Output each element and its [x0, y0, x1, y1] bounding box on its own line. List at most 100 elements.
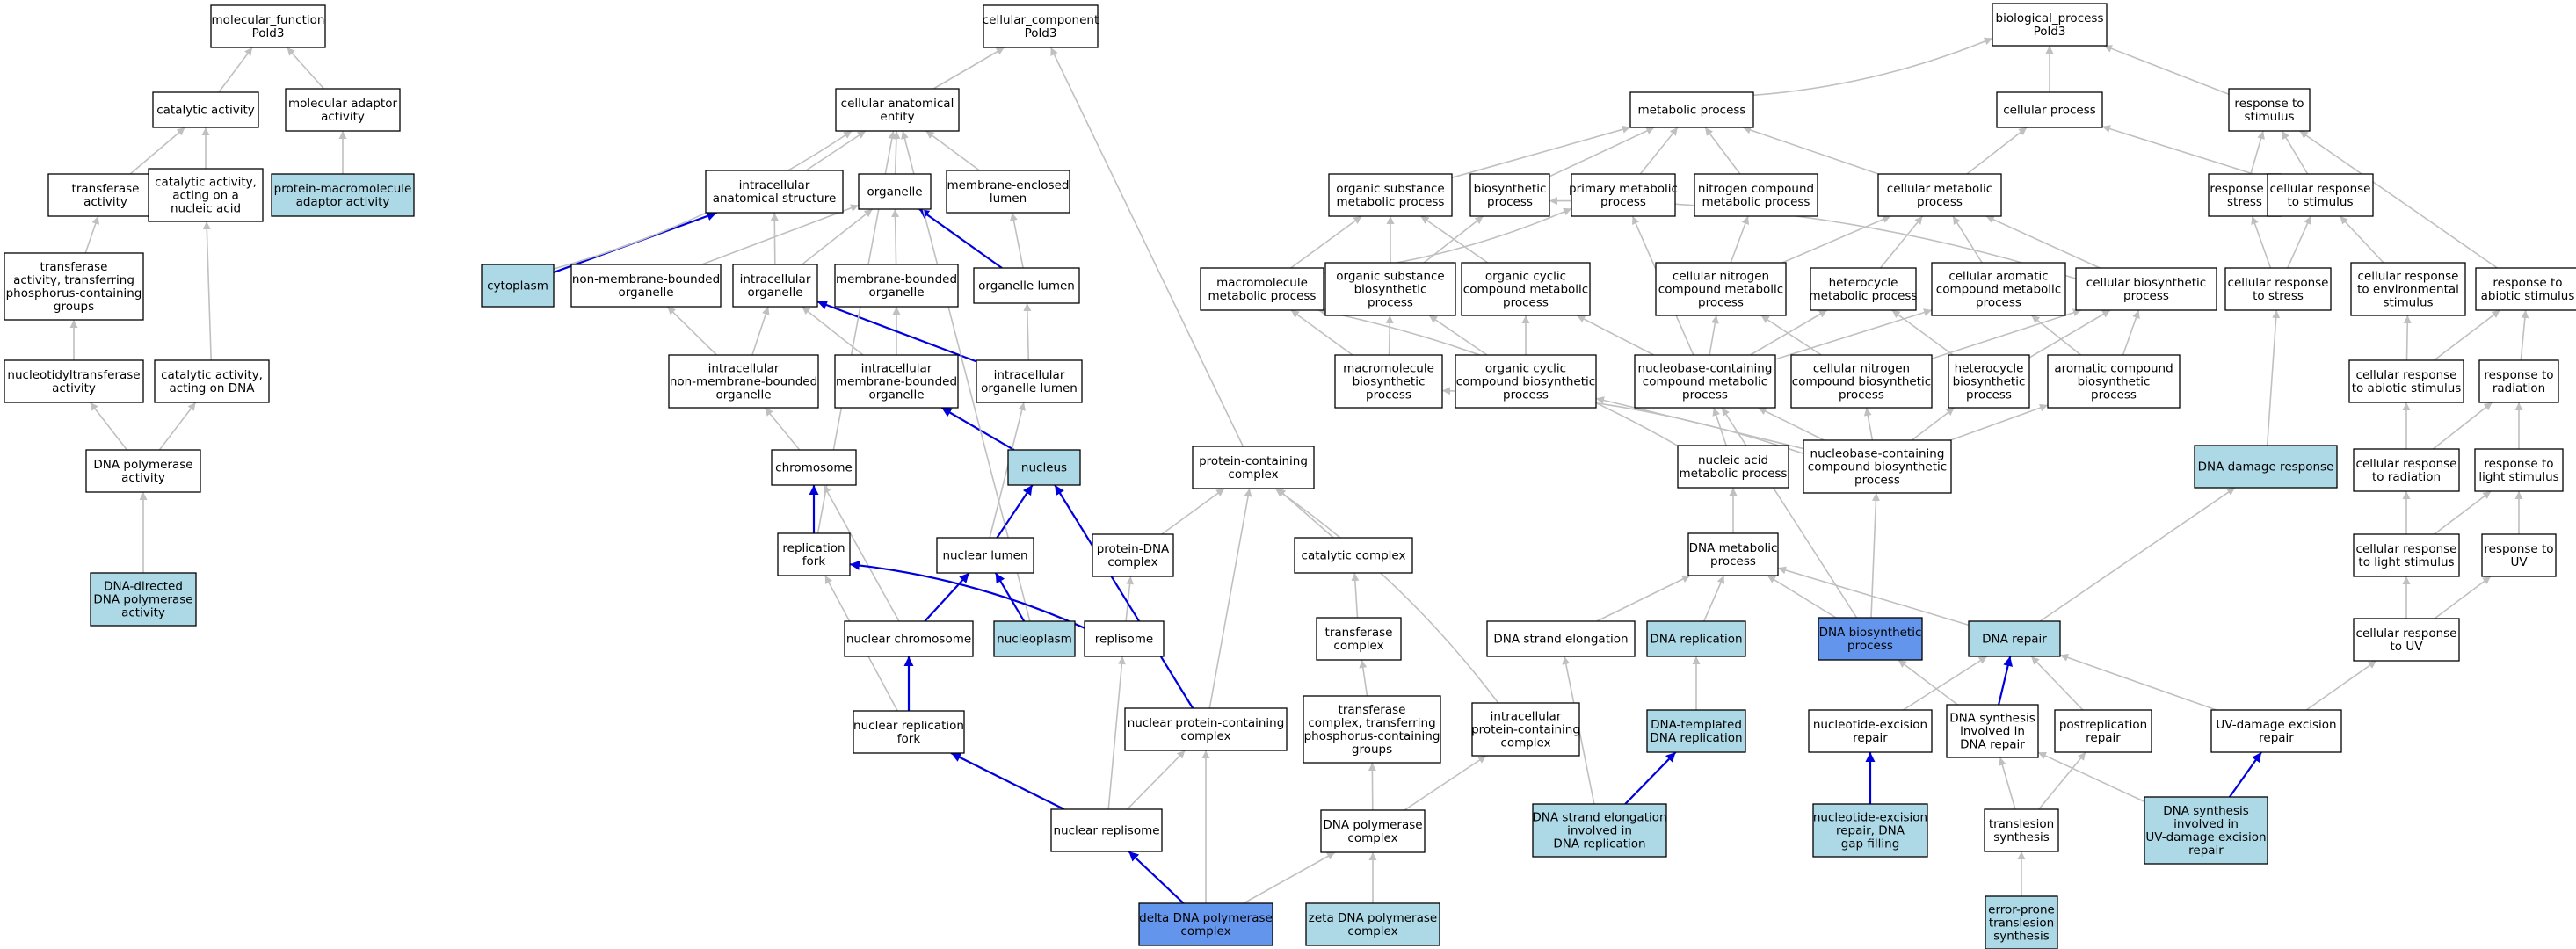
node-box: [777, 532, 851, 576]
go-term-node-drep[interactable]: DNA replication: [1646, 620, 1746, 657]
go-term-node-catdna[interactable]: catalytic activity,acting on DNA: [154, 359, 270, 403]
go-term-node-nucp[interactable]: nucleoplasm: [993, 620, 1076, 657]
go-term-node-cp[interactable]: cellular process: [1996, 91, 2103, 128]
go-term-node-nl[interactable]: nuclear lumen: [936, 537, 1034, 574]
go-term-node-mp[interactable]: metabolic process: [1629, 91, 1754, 128]
go-term-node-drp[interactable]: DNA repair: [1968, 620, 2061, 657]
go-term-node-orgl[interactable]: organelle lumen: [973, 267, 1080, 304]
edge-acbp-to-cbp: [2122, 309, 2140, 356]
go-term-node-cyto[interactable]: cytoplasm: [481, 264, 555, 308]
edge-delta-to-nrep: [1128, 851, 1185, 904]
edge-rtas-to-rts: [2299, 130, 2498, 269]
go-term-node-nchr[interactable]: nuclear chromosome: [844, 620, 974, 657]
go-term-node-catc[interactable]: catalytic complex: [1294, 537, 1413, 574]
go-term-node-nrep[interactable]: nuclear replisome: [1050, 808, 1163, 852]
go-term-node-org[interactable]: organelle: [858, 173, 932, 210]
go-term-node-chr[interactable]: chromosome: [771, 449, 857, 486]
node-box: [1305, 902, 1440, 946]
go-term-node-inmbo[interactable]: intracellularnon-membrane-boundedorganel…: [668, 354, 819, 409]
go-term-node-ddr[interactable]: DNA damage response: [2194, 445, 2338, 489]
go-term-node-nuc[interactable]: nucleus: [1007, 449, 1081, 486]
go-term-node-rep[interactable]: replisome: [1084, 620, 1165, 657]
go-term-node-dse[interactable]: DNA strand elongation: [1486, 620, 1636, 657]
go-term-node-cat[interactable]: catalytic activity: [152, 91, 259, 128]
node-label-line: process: [1854, 474, 1900, 488]
